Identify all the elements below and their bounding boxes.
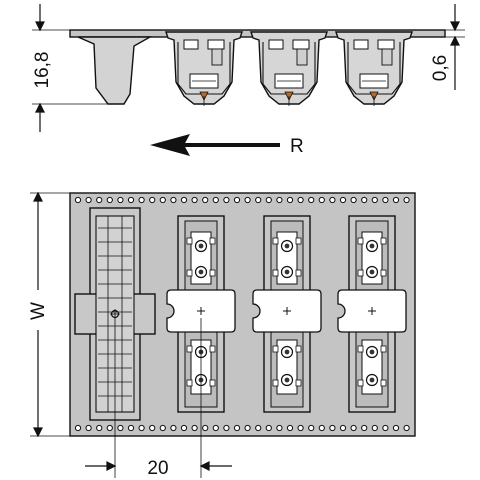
sprocket-hole bbox=[392, 424, 400, 432]
sprocket-hole bbox=[74, 424, 82, 432]
sprocket-hole bbox=[339, 196, 347, 204]
sprocket-hole bbox=[138, 196, 145, 204]
direction-label: R bbox=[290, 136, 304, 157]
sprocket-hole bbox=[159, 196, 166, 204]
sprocket-hole bbox=[392, 196, 400, 204]
sprocket-hole bbox=[85, 196, 92, 204]
sprocket-hole bbox=[286, 424, 294, 432]
sprocket-hole bbox=[371, 424, 378, 432]
sprocket-hole bbox=[191, 424, 198, 432]
terminal-profile-3 bbox=[335, 31, 413, 107]
sprocket-hole bbox=[233, 196, 241, 204]
pitch-dimension bbox=[85, 318, 232, 478]
sprocket-hole bbox=[223, 424, 230, 432]
sprocket-hole bbox=[276, 196, 283, 204]
sprocket-hole bbox=[286, 196, 294, 204]
sprocket-hole bbox=[117, 424, 124, 432]
sprocket-hole bbox=[244, 196, 251, 204]
sprocket-hole bbox=[350, 424, 357, 432]
placeholder-profile bbox=[77, 36, 153, 105]
sprocket-hole bbox=[202, 196, 209, 204]
terminal-profile-2 bbox=[250, 31, 328, 107]
sprocket-hole bbox=[106, 424, 113, 432]
sprocket-hole bbox=[149, 196, 156, 204]
sprocket-hole bbox=[74, 196, 82, 204]
sprocket-hole bbox=[212, 196, 219, 204]
width-dimension-label: W bbox=[28, 302, 49, 320]
sprocket-hole bbox=[265, 424, 272, 432]
sprocket-hole bbox=[308, 424, 315, 432]
sprocket-hole bbox=[382, 424, 389, 432]
sprocket-hole bbox=[170, 196, 177, 204]
offset-dimension bbox=[445, 4, 465, 90]
sprocket-hole bbox=[361, 424, 368, 432]
sprocket-hole bbox=[117, 196, 124, 204]
sprocket-hole bbox=[180, 196, 188, 204]
sprocket-hole bbox=[329, 196, 336, 204]
sprocket-hole bbox=[170, 424, 177, 432]
sprocket-hole bbox=[297, 196, 304, 204]
sprocket-hole bbox=[339, 424, 347, 432]
sprocket-hole bbox=[127, 424, 135, 432]
sprocket-hole bbox=[403, 424, 410, 432]
sprocket-holes-top bbox=[74, 196, 410, 204]
sprocket-hole bbox=[265, 196, 272, 204]
sprocket-hole bbox=[159, 424, 166, 432]
sprocket-holes-bottom bbox=[74, 424, 410, 432]
sprocket-hole bbox=[361, 196, 368, 204]
sprocket-hole bbox=[255, 424, 262, 432]
sprocket-hole bbox=[382, 196, 389, 204]
sprocket-hole bbox=[106, 196, 113, 204]
sprocket-hole bbox=[149, 424, 156, 432]
sprocket-hole bbox=[308, 196, 315, 204]
direction-arrow-icon bbox=[150, 134, 190, 156]
sprocket-hole bbox=[403, 196, 410, 204]
sprocket-hole bbox=[371, 196, 378, 204]
offset-dimension-label: 0,6 bbox=[430, 55, 451, 81]
sprocket-hole bbox=[350, 196, 357, 204]
sprocket-hole bbox=[127, 196, 135, 204]
terminal-profile-1 bbox=[165, 31, 243, 107]
height-dimension bbox=[32, 4, 108, 132]
height-dimension-label: 16,8 bbox=[32, 52, 53, 89]
top-view: W 20 bbox=[28, 191, 416, 479]
sprocket-hole bbox=[96, 196, 103, 204]
sprocket-hole bbox=[180, 424, 188, 432]
sprocket-hole bbox=[85, 424, 92, 432]
sprocket-hole bbox=[212, 424, 219, 432]
sprocket-hole bbox=[191, 196, 198, 204]
sprocket-hole bbox=[202, 424, 209, 432]
sprocket-hole bbox=[138, 424, 145, 432]
sprocket-hole bbox=[276, 424, 283, 432]
sprocket-hole bbox=[329, 424, 336, 432]
sprocket-hole bbox=[255, 196, 262, 204]
side-view: 16,8 0,6 bbox=[32, 4, 465, 132]
sprocket-hole bbox=[244, 424, 251, 432]
direction-indicator: R bbox=[150, 134, 304, 157]
sprocket-hole bbox=[96, 424, 103, 432]
sprocket-hole bbox=[318, 196, 325, 204]
sprocket-hole bbox=[297, 424, 304, 432]
sprocket-hole bbox=[318, 424, 325, 432]
pitch-dimension-label: 20 bbox=[147, 458, 168, 479]
width-dimension bbox=[30, 191, 70, 438]
sprocket-hole bbox=[233, 424, 241, 432]
sprocket-hole bbox=[223, 196, 230, 204]
